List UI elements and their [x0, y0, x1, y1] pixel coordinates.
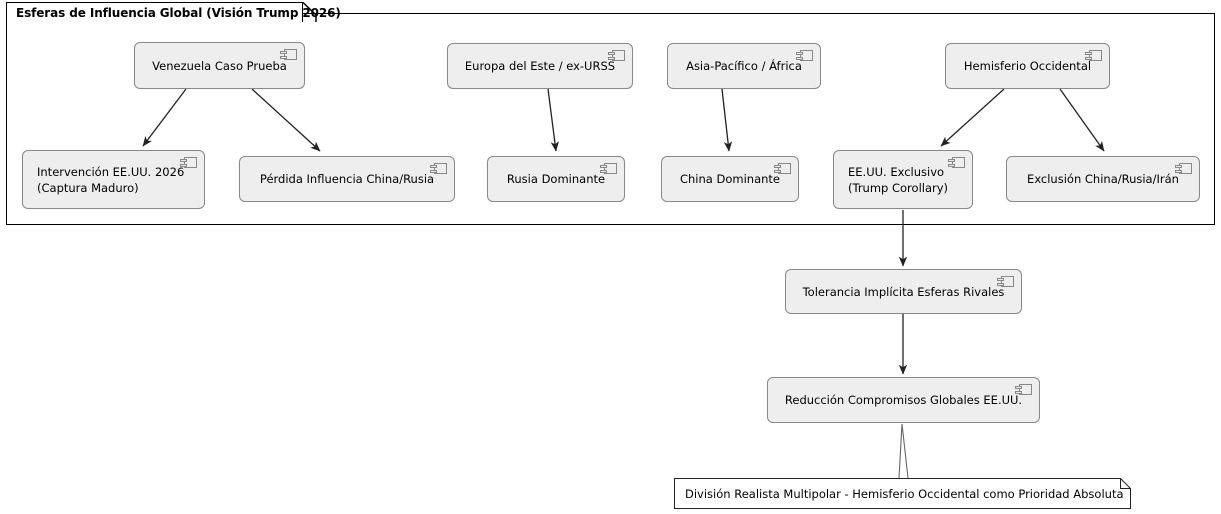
- component-tolerancia-implicita[interactable]: Tolerancia Implícita Esferas Rivales: [785, 269, 1022, 314]
- uml-component-icon: [1085, 50, 1102, 61]
- note-label: División Realista Multipolar - Hemisferi…: [685, 486, 1124, 501]
- component-label: Pérdida Influencia China/Rusia: [259, 172, 435, 186]
- component-venezuela-caso-prueba[interactable]: Venezuela Caso Prueba: [134, 42, 305, 89]
- component-label: China Dominante: [679, 172, 780, 186]
- component-label: Venezuela Caso Prueba: [152, 58, 287, 73]
- uml-component-icon: [600, 163, 617, 174]
- component-label: Reducción Compromisos Globales EE.UU.: [784, 393, 1023, 407]
- component-europa-del-este[interactable]: Europa del Este / ex-URSS: [447, 43, 633, 89]
- edge-reduccion-note-2: [901, 423, 909, 479]
- component-label: Hemisferio Occidental: [963, 59, 1092, 73]
- component-label: Tolerancia Implícita Esferas Rivales: [802, 284, 1005, 299]
- component-label: Rusia Dominante: [506, 172, 606, 186]
- component-label: Exclusión China/Rusia/Irán: [1027, 172, 1179, 186]
- uml-component-icon: [1015, 384, 1032, 395]
- component-china-dominante[interactable]: China Dominante: [661, 156, 799, 202]
- component-label: Europa del Este / ex-URSS: [464, 59, 616, 73]
- component-exclusion-china-rusia-iran[interactable]: Exclusión China/Rusia/Irán: [1006, 156, 1200, 202]
- note-division-realista[interactable]: División Realista Multipolar - Hemisferi…: [674, 478, 1131, 509]
- component-intervencion-eeuu-2026[interactable]: Intervención EE.UU. 2026 (Captura Maduro…: [22, 150, 205, 209]
- component-hemisferio-occidental[interactable]: Hemisferio Occidental: [945, 43, 1110, 89]
- package-title-tab: Esferas de Influencia Global (Visión Tru…: [6, 2, 341, 22]
- uml-component-icon: [997, 276, 1014, 287]
- uml-component-icon: [774, 163, 791, 174]
- uml-component-icon: [948, 157, 965, 168]
- edge-reduccion-note: [898, 423, 903, 479]
- uml-component-icon: [430, 163, 447, 174]
- component-label: EE.UU. Exclusivo (Trump Corollary): [848, 164, 949, 195]
- uml-component-icon: [1175, 163, 1192, 174]
- uml-component-icon: [180, 157, 197, 168]
- component-perdida-influencia-china-rusia[interactable]: Pérdida Influencia China/Rusia: [239, 156, 455, 202]
- component-reduccion-compromisos[interactable]: Reducción Compromisos Globales EE.UU.: [767, 377, 1040, 423]
- component-eeuu-exclusivo[interactable]: EE.UU. Exclusivo (Trump Corollary): [833, 150, 973, 209]
- uml-component-icon: [796, 50, 813, 61]
- component-label: Intervención EE.UU. 2026 (Captura Maduro…: [37, 164, 185, 195]
- uml-component-icon: [280, 49, 297, 60]
- component-label: Asia-Pacífico / África: [686, 59, 802, 73]
- uml-component-icon: [608, 50, 625, 61]
- component-rusia-dominante[interactable]: Rusia Dominante: [487, 156, 625, 202]
- component-asia-pacifico-africa[interactable]: Asia-Pacífico / África: [667, 43, 821, 89]
- package-title: Esferas de Influencia Global (Visión Tru…: [16, 5, 341, 20]
